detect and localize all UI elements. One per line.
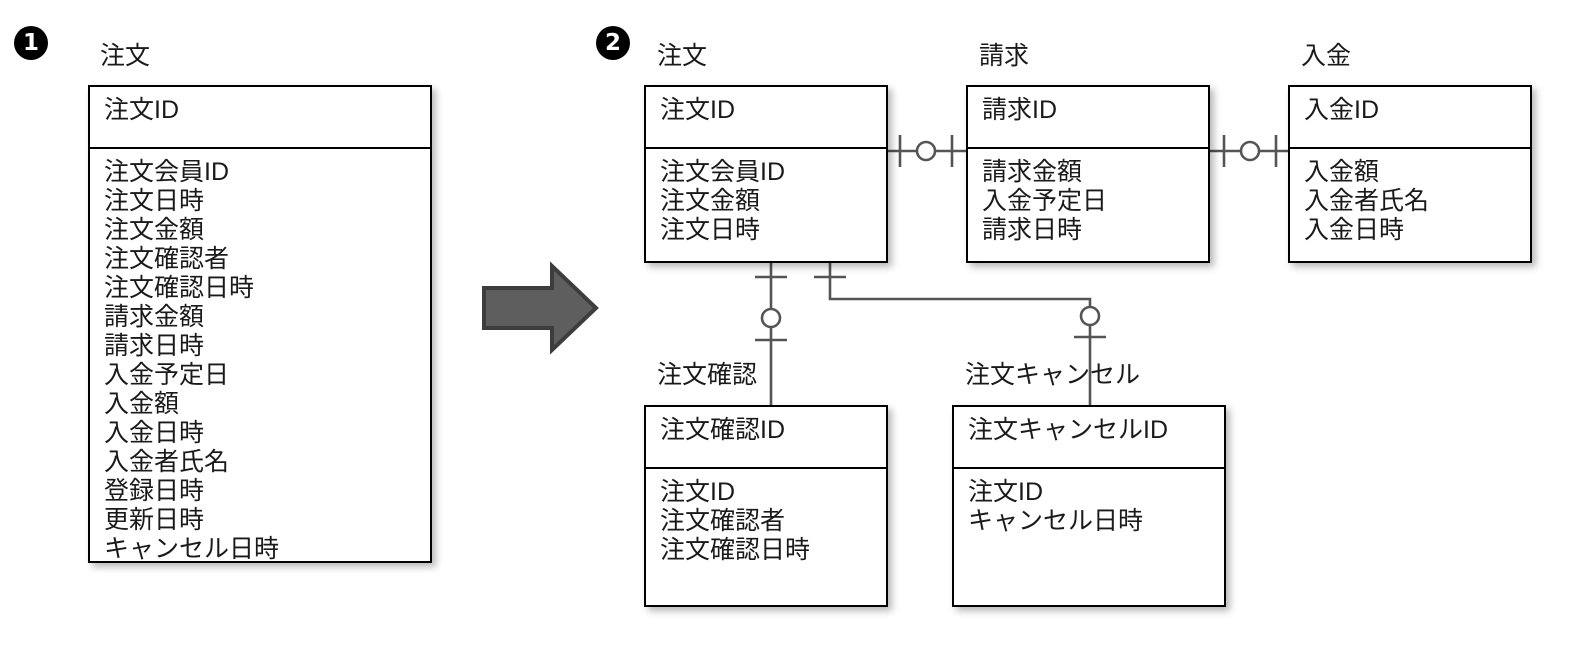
entity-attr: 注文日時 <box>660 216 761 244</box>
entity-attr: 注文ID <box>660 478 736 506</box>
entity-attrs-section: 注文会員ID 注文日時 注文金額 注文確認者 注文確認日時 請求金額 請求日時 … <box>90 149 430 564</box>
entity-attr: 請求金額 <box>982 158 1083 186</box>
entity-attrs-section: 注文ID 注文確認者 注文確認日時 <box>646 469 886 605</box>
entity-attr: 請求金額 <box>104 303 205 331</box>
entity-attr: 注文確認日時 <box>660 536 811 564</box>
entity-caption-chumon-kakunin: 注文確認 <box>657 361 758 389</box>
entity-key-field: 請求ID <box>982 96 1058 124</box>
entity-attrs-section: 注文ID キャンセル日時 <box>954 469 1224 605</box>
entity-attr: 更新日時 <box>104 506 205 534</box>
entity-caption-chumon: 注文 <box>657 42 708 70</box>
entity-attr: 注文日時 <box>104 187 205 215</box>
entity-attr: 注文確認者 <box>660 507 786 535</box>
entity-attr: 入金額 <box>104 390 180 418</box>
entity-key-section: 請求ID <box>968 87 1208 149</box>
entity-key-field: 注文キャンセルID <box>968 416 1169 444</box>
entity-key-section: 注文ID <box>646 87 886 149</box>
entity-attr: 入金額 <box>1304 158 1380 186</box>
relationship-chumon-seikyu <box>884 135 968 167</box>
entity-attr: 入金日時 <box>1304 216 1405 244</box>
relationship-chumon-kakunin <box>755 260 787 407</box>
step-badge-1: 1 <box>14 26 48 60</box>
entity-attrs-section: 入金額 入金者氏名 入金日時 <box>1290 149 1530 261</box>
entity-attr: 入金予定日 <box>104 361 230 389</box>
entity-attr: 登録日時 <box>104 477 205 505</box>
entity-key-field: 注文ID <box>660 96 736 124</box>
transform-arrow <box>482 261 599 355</box>
entity-attr: 注文確認日時 <box>104 274 255 302</box>
entity-key-field: 入金ID <box>1304 96 1380 124</box>
entity-box-chumon[interactable]: 注文ID 注文会員ID 注文金額 注文日時 <box>644 85 888 263</box>
entity-attr: キャンセル日時 <box>104 535 280 563</box>
entity-caption-nyukin: 入金 <box>1301 42 1352 70</box>
entity-box-nyukin[interactable]: 入金ID 入金額 入金者氏名 入金日時 <box>1288 85 1532 263</box>
entity-key-field: 注文ID <box>104 96 180 124</box>
entity-attr: 入金予定日 <box>982 187 1108 215</box>
entity-key-section: 入金ID <box>1290 87 1530 149</box>
entity-attr: 入金者氏名 <box>1304 187 1430 215</box>
entity-attrs-section: 注文会員ID 注文金額 注文日時 <box>646 149 886 261</box>
entity-key-section: 注文確認ID <box>646 407 886 469</box>
entity-attr: 注文会員ID <box>660 158 786 186</box>
entity-box-seikyu[interactable]: 請求ID 請求金額 入金予定日 請求日時 <box>966 85 1210 263</box>
entity-caption-chumon-before: 注文 <box>100 42 151 70</box>
entity-attr: 注文確認者 <box>104 245 230 273</box>
entity-attr: キャンセル日時 <box>968 507 1144 535</box>
entity-attr: 注文金額 <box>104 216 205 244</box>
entity-key-section: 注文キャンセルID <box>954 407 1224 469</box>
entity-attr: 注文金額 <box>660 187 761 215</box>
entity-attr: 請求日時 <box>104 332 205 360</box>
entity-box-chumon-cancel[interactable]: 注文キャンセルID 注文ID キャンセル日時 <box>952 405 1226 607</box>
entity-box-chumon-before[interactable]: 注文ID 注文会員ID 注文日時 注文金額 注文確認者 注文確認日時 請求金額 … <box>88 85 432 563</box>
entity-attr: 注文ID <box>968 478 1044 506</box>
entity-attr: 入金者氏名 <box>104 448 230 476</box>
entity-box-chumon-kakunin[interactable]: 注文確認ID 注文ID 注文確認者 注文確認日時 <box>644 405 888 607</box>
entity-attr: 入金日時 <box>104 419 205 447</box>
entity-attr: 請求日時 <box>982 216 1083 244</box>
entity-caption-chumon-cancel: 注文キャンセル <box>965 361 1141 389</box>
entity-key-section: 注文ID <box>90 87 430 149</box>
relationship-seikyu-nyukin <box>1208 135 1290 167</box>
entity-attrs-section: 請求金額 入金予定日 請求日時 <box>968 149 1208 261</box>
entity-attr: 注文会員ID <box>104 158 230 186</box>
entity-caption-seikyu: 請求 <box>979 42 1030 70</box>
step-badge-2: 2 <box>596 26 630 60</box>
entity-key-field: 注文確認ID <box>660 416 786 444</box>
